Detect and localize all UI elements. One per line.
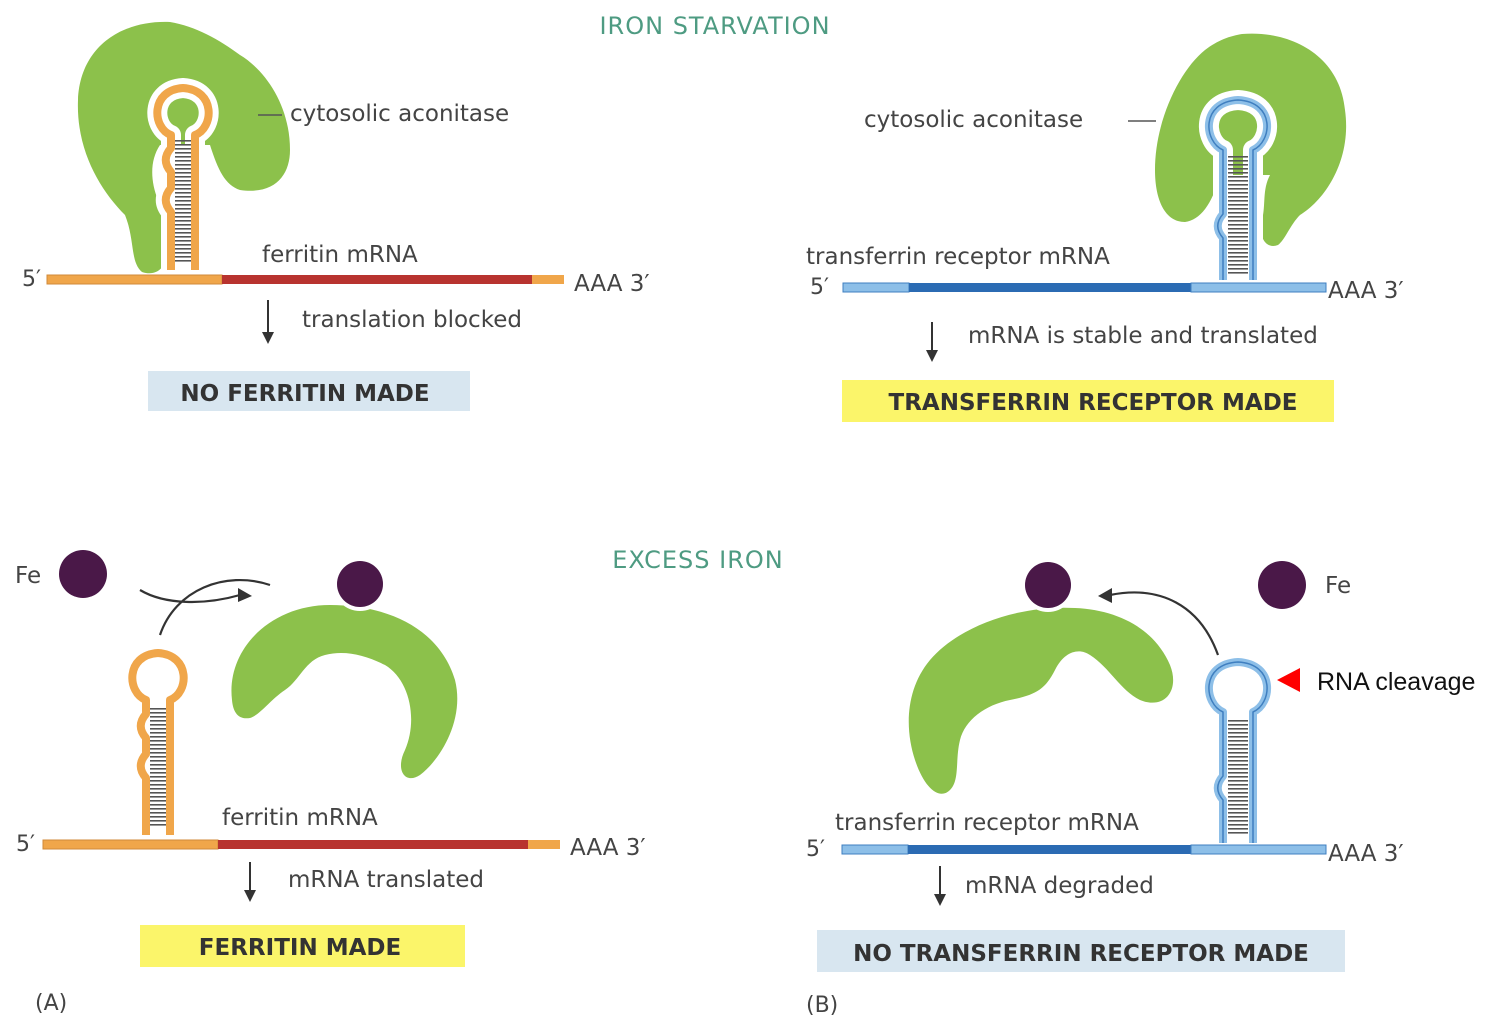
bound-iron-atom — [1025, 562, 1071, 608]
aconitase-protein — [909, 608, 1173, 794]
heading-iron-starvation: IRON STARVATION — [599, 12, 830, 40]
outcome-text: TRANSFERRIN RECEPTOR MADE — [889, 390, 1298, 416]
cleavage-arrow-icon — [1277, 668, 1300, 692]
five-prime-label: 5′ — [22, 267, 41, 292]
aconitase-label: cytosolic aconitase — [290, 101, 509, 127]
five-prime-label: 5′ — [810, 275, 829, 300]
five-prime-label: 5′ — [806, 837, 825, 862]
iron-atom — [59, 550, 107, 598]
three-prime-label: AAA 3′ — [1328, 841, 1404, 867]
fe-label: Fe — [1325, 573, 1351, 599]
ferritin-5-utr — [43, 840, 218, 849]
transferrin-3-utr — [1191, 283, 1326, 292]
transferrin-3-utr — [1191, 845, 1326, 854]
ferritin-coding-region — [218, 840, 528, 849]
five-prime-label: 5′ — [16, 832, 35, 857]
fe-label: Fe — [15, 563, 41, 589]
step-label: mRNA translated — [288, 867, 484, 893]
outcome-text: NO TRANSFERRIN RECEPTOR MADE — [853, 941, 1309, 967]
bound-iron-atom — [337, 561, 383, 607]
bottom-left-ferritin-panel: Fe ferritin mRNA 5′ AAA 3′ mRNA translat… — [15, 550, 646, 1016]
transferrin-5-utr — [842, 845, 908, 854]
step-label: mRNA degraded — [965, 873, 1154, 899]
three-prime-label: AAA 3′ — [574, 271, 650, 297]
transferrin-mrna-label: transferrin receptor mRNA — [806, 244, 1110, 270]
ferritin-coding-region — [222, 275, 532, 284]
ferritin-3-utr — [532, 275, 564, 284]
ferritin-3-utr — [528, 840, 560, 849]
bottom-right-transferrin-panel: Fe RNA cleavage transferrin receptor mRN… — [806, 558, 1475, 1018]
iron-atom — [1258, 561, 1306, 609]
step-label: translation blocked — [302, 307, 522, 333]
three-prime-label: AAA 3′ — [1328, 278, 1404, 304]
transferrin-5-utr — [843, 283, 909, 292]
aconitase-protein — [231, 605, 457, 778]
iron-transfer-arrow — [160, 580, 270, 635]
rna-cleavage-annotation: RNA cleavage — [1317, 668, 1475, 696]
transferrin-coding-region — [908, 845, 1191, 854]
outcome-text: NO FERRITIN MADE — [180, 381, 429, 407]
outcome-text: FERRITIN MADE — [199, 935, 401, 961]
top-left-ferritin-panel: cytosolic aconitase ferritin mRNA 5′ AAA… — [22, 22, 650, 411]
top-right-transferrin-panel: cytosolic aconitase transferrin receptor… — [806, 34, 1404, 422]
aconitase-label: cytosolic aconitase — [864, 107, 1083, 133]
ferritin-5-utr — [47, 275, 222, 284]
ferritin-mrna-label: ferritin mRNA — [222, 805, 378, 831]
transferrin-coding-region — [909, 283, 1191, 292]
three-prime-label: AAA 3′ — [570, 835, 646, 861]
panel-label-b: (B) — [806, 993, 838, 1018]
step-label: mRNA is stable and translated — [968, 323, 1318, 349]
transferrin-mrna-label: transferrin receptor mRNA — [835, 810, 1139, 836]
heading-excess-iron: EXCESS IRON — [612, 546, 783, 574]
ferritin-mrna-label: ferritin mRNA — [262, 242, 418, 268]
panel-label-a: (A) — [35, 991, 67, 1016]
